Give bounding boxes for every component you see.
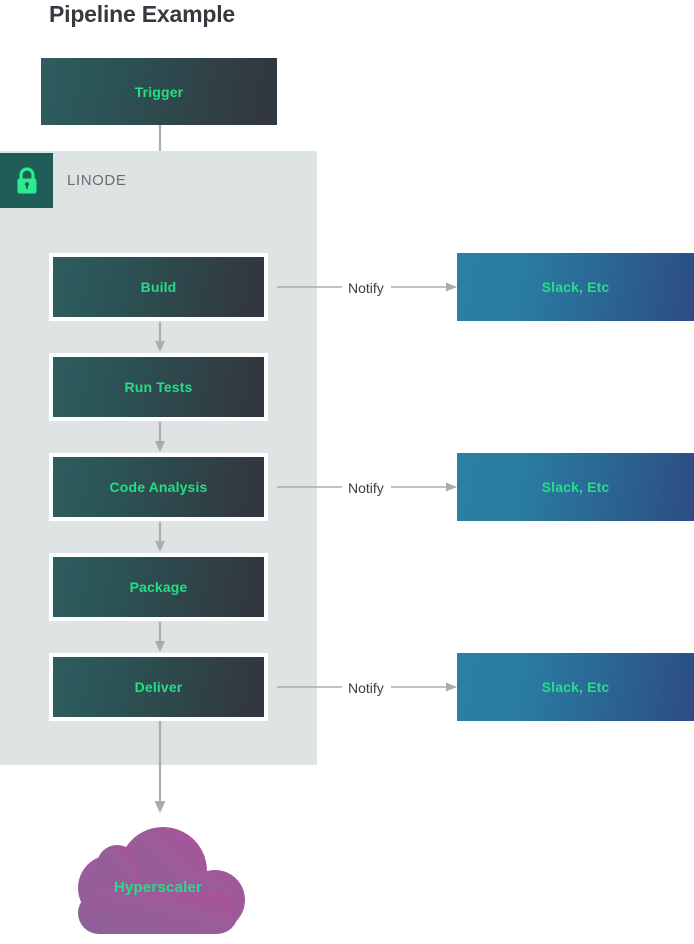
node-notify-target-deliver-label: Slack, Etc — [541, 679, 610, 695]
node-notify-target-build[interactable]: Slack, Etc — [457, 253, 694, 321]
node-stage-code-analysis[interactable]: Code Analysis — [49, 453, 268, 521]
connector-build-to-run-tests — [152, 322, 168, 352]
node-stage-build[interactable]: Build — [49, 253, 268, 321]
node-notify-target-code-analysis[interactable]: Slack, Etc — [457, 453, 694, 521]
connector-code-analysis-to-package — [152, 522, 168, 552]
page-title: Pipeline Example — [49, 1, 235, 27]
lock-icon — [0, 153, 53, 208]
node-hyperscaler[interactable]: Hyperscaler — [60, 824, 256, 944]
node-stage-build-label: Build — [140, 279, 177, 295]
linode-group-label: LINODE — [67, 172, 127, 189]
node-notify-target-deliver[interactable]: Slack, Etc — [457, 653, 694, 721]
node-stage-deliver-label: Deliver — [134, 679, 183, 695]
node-trigger[interactable]: Trigger — [41, 58, 277, 125]
node-stage-run-tests[interactable]: Run Tests — [49, 353, 268, 421]
node-stage-deliver[interactable]: Deliver — [49, 653, 268, 721]
connector-package-to-deliver — [152, 622, 168, 652]
node-hyperscaler-label: Hyperscaler — [113, 879, 203, 896]
cloud-icon — [78, 827, 245, 934]
connector-notify-deliver — [277, 681, 457, 693]
notify-label-deliver: Notify — [348, 680, 384, 696]
connector-run-tests-to-code-analysis — [152, 422, 168, 452]
connector-notify-code-analysis — [277, 481, 457, 493]
node-stage-package[interactable]: Package — [49, 553, 268, 621]
connector-deliver-to-hyperscaler — [152, 721, 168, 813]
node-notify-target-build-label: Slack, Etc — [541, 279, 610, 295]
notify-label-code-analysis: Notify — [348, 480, 384, 496]
node-stage-run-tests-label: Run Tests — [124, 379, 193, 395]
node-stage-code-analysis-label: Code Analysis — [109, 479, 208, 495]
node-trigger-label: Trigger — [134, 83, 184, 100]
notify-label-build: Notify — [348, 280, 384, 296]
connector-notify-build — [277, 281, 457, 293]
node-stage-package-label: Package — [129, 579, 188, 595]
node-notify-target-code-analysis-label: Slack, Etc — [541, 479, 610, 495]
